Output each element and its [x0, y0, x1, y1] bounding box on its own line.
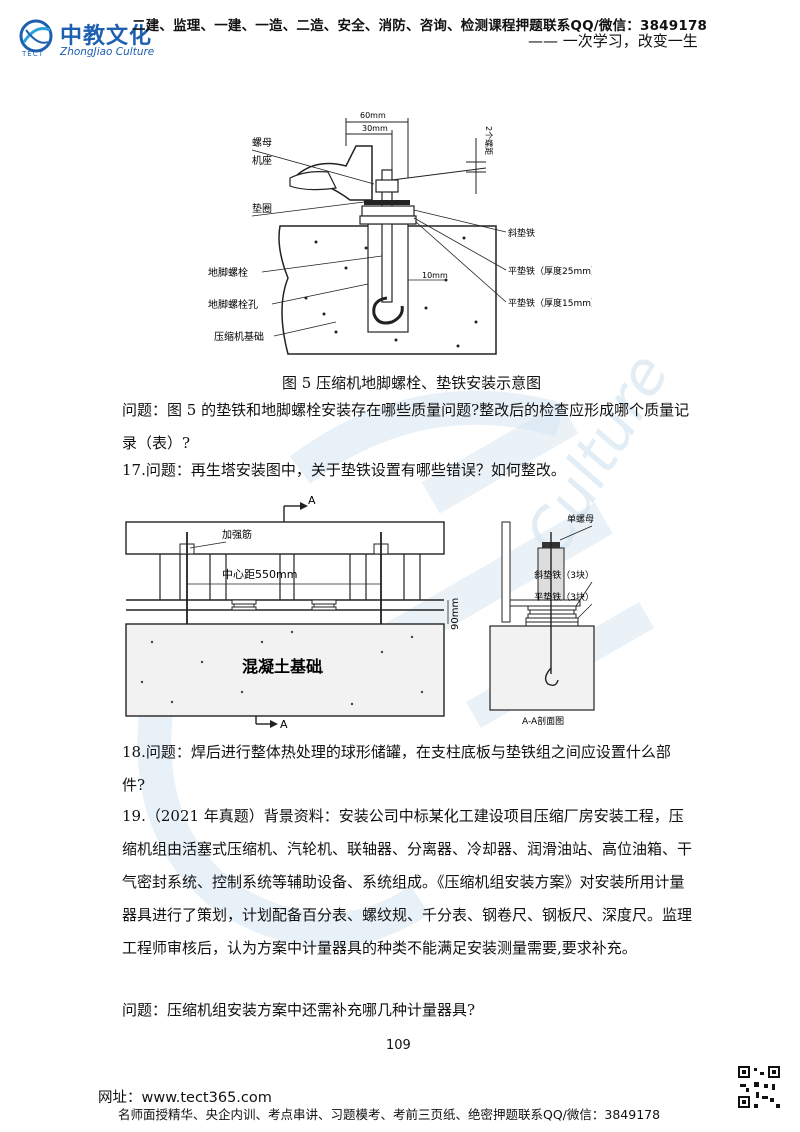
label-flat-shim-25: 平垫铁（厚度25mm）	[508, 265, 592, 277]
label-bolt-hole: 地脚螺栓孔	[208, 298, 258, 311]
question-19-background: 19.（2021 年真题）背景资料：安装公司中标某化工建设项目压缩厂房安装工程，…	[122, 807, 693, 957]
logo-chinese-name: 中教文化	[60, 24, 153, 49]
regenerator-tower-diagram: A A 加强筋 中心距550mm 90mm 混凝土基础 单螺母 斜垫铁（3块） …	[125, 494, 595, 730]
page-number: 109	[386, 1038, 411, 1053]
figure-5-diagram: 60mm 30mm 2个螺距 螺母 机座 垫圈 地脚螺栓 地脚螺栓孔 压缩机基础…	[208, 111, 592, 355]
dim-60-label: 60mm	[360, 111, 386, 120]
label-dim-90: 90mm	[450, 598, 461, 630]
qr-code-icon	[736, 1064, 782, 1110]
figure-5-caption: 图 5 压缩机地脚螺栓、垫铁安装示意图	[282, 374, 542, 392]
label-flat-shim-15: 平垫铁（厚度15mm）	[508, 297, 592, 309]
footer-website: 网址：www.tect365.com	[98, 1090, 272, 1106]
label-stiffener: 加强筋	[222, 528, 252, 541]
header-contact: 二建、监理、一建、一造、二造、安全、消防、咨询、检测课程押题联系QQ/微信：38…	[132, 18, 708, 34]
section-marker-top: A	[308, 494, 316, 507]
question-18: 18.问题：焊后进行整体热处理的球形储罐，在支柱底板与垫铁组之间应设置什么部件?	[122, 743, 671, 794]
question-17: 17.问题：再生塔安装图中，关于垫铁设置有哪些错误？如何整改。	[122, 461, 566, 479]
dim-thread-label: 2个螺距	[484, 126, 494, 155]
label-inclined-shim-3: 斜垫铁（3块）	[534, 569, 594, 581]
label-base: 机座	[252, 154, 272, 167]
label-nut: 螺母	[252, 137, 272, 149]
label-section-title: A-A剖面图	[522, 715, 564, 727]
label-foundation: 压缩机基础	[214, 330, 264, 343]
label-inclined-shim: 斜垫铁	[508, 227, 535, 239]
label-concrete: 混凝土基础	[242, 657, 322, 676]
dim-10-label: 10mm	[422, 271, 448, 280]
label-flat-shim-3: 平垫铁（3块）	[534, 591, 594, 603]
question-19-question: 问题：压缩机组安装方案中还需补充哪几种计量器具?	[122, 1001, 476, 1019]
question-16: 问题：图 5 的垫铁和地脚螺栓安装存在哪些质量问题?整改后的检查应形成哪个质量记…	[122, 401, 690, 452]
label-single-nut: 单螺母	[567, 513, 594, 525]
header-slogan: —— 一次学习，改变一生	[528, 32, 698, 50]
section-marker-bottom: A	[280, 718, 288, 730]
logo-tect: TECT	[22, 50, 44, 58]
company-logo: 中教文化 ZhongJiao Culture TECT	[16, 16, 154, 62]
footer-slogan: 名师面授精华、央企内训、考点串讲、习题模考、考前三页纸、绝密押题联系QQ/微信：…	[118, 1107, 661, 1122]
dim-30-label: 30mm	[362, 124, 388, 133]
logo-english-name: ZhongJiao Culture	[60, 46, 155, 58]
label-center-distance: 中心距550mm	[222, 568, 297, 581]
label-anchor-bolt: 地脚螺栓	[208, 266, 248, 279]
globe-icon	[19, 19, 53, 53]
label-washer: 垫圈	[252, 202, 272, 215]
